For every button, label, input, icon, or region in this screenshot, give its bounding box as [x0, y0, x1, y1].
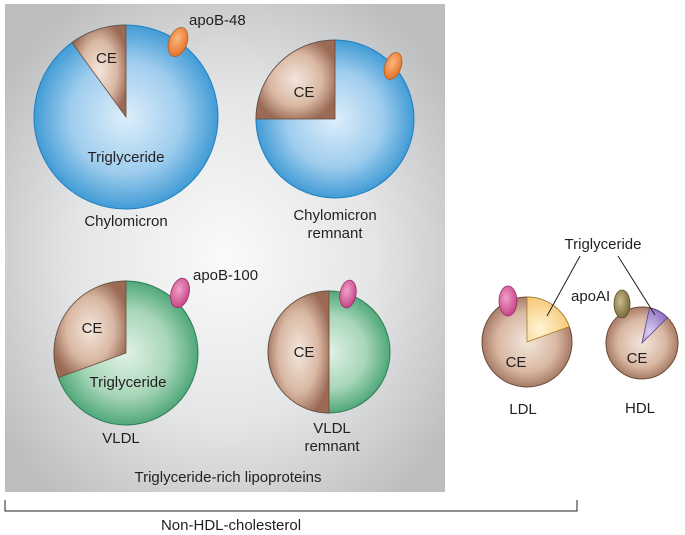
- apob48-remnant-icon: [383, 52, 403, 80]
- apob100-label: apoB-100: [193, 267, 258, 284]
- chylomicron-ce-wedge: [71, 24, 127, 119]
- chylomicron-remnant: CE Chylomicron remnant: [255, 39, 415, 242]
- chylomicron-triglyceride-label: Triglyceride: [88, 149, 165, 166]
- ldl-label: LDL: [509, 401, 537, 418]
- ldl-triglyceride-pointer: [546, 255, 581, 317]
- chylomicron-remnant-ce-label: CE: [294, 84, 315, 101]
- hdl-triglyceride-pointer: [617, 255, 656, 316]
- hdl-triglyceride-wedge: [641, 307, 669, 345]
- non-hdl-bracket: [4, 500, 578, 512]
- ldl: CE LDL: [481, 285, 573, 418]
- chylomicron-remnant-label-line1: Chylomicron: [293, 207, 376, 224]
- vldl-remnant: CE VLDL remnant: [267, 279, 391, 455]
- vldl-ce-wedge: [53, 280, 127, 379]
- apob48-icon: [167, 27, 189, 57]
- chylomicron-ce-label: CE: [96, 50, 117, 67]
- hdl: apoAI CE HDL: [571, 288, 679, 417]
- hdl-ce-label: CE: [627, 350, 648, 367]
- vldl-triglyceride-label: Triglyceride: [90, 374, 167, 391]
- trl-group-label: Triglyceride-rich lipoproteins: [134, 469, 321, 486]
- vldl: apoB-100 CE Triglyceride VLDL: [53, 267, 258, 447]
- apoai-icon: [613, 289, 631, 319]
- chylomicron-label: Chylomicron: [84, 213, 167, 230]
- chylomicron-remnant-label-line2: remnant: [307, 225, 363, 242]
- apob48-label: apoB-48: [189, 12, 246, 29]
- apob100-remnant-icon: [339, 279, 357, 309]
- vldl-remnant-label-line1: VLDL: [313, 420, 351, 437]
- apoai-label: apoAI: [571, 288, 610, 305]
- non-hdl-label: Non-HDL-cholesterol: [161, 517, 301, 534]
- vldl-remnant-label-line2: remnant: [304, 438, 360, 455]
- vldl-label: VLDL: [102, 430, 140, 447]
- apob100-icon: [170, 277, 190, 309]
- chylomicron: apoB-48 CE Triglyceride Chylomicron: [33, 12, 246, 230]
- ldl-hdl-triglyceride-label: Triglyceride: [565, 236, 642, 253]
- ldl-apob100-icon: [498, 285, 518, 317]
- ldl-ce-label: CE: [506, 354, 527, 371]
- vldl-remnant-ce-label: CE: [294, 344, 315, 361]
- vldl-remnant-ce-half: [267, 290, 330, 414]
- chylomicron-remnant-ce-wedge: [255, 39, 336, 120]
- hdl-label: HDL: [625, 400, 655, 417]
- vldl-ce-label: CE: [82, 320, 103, 337]
